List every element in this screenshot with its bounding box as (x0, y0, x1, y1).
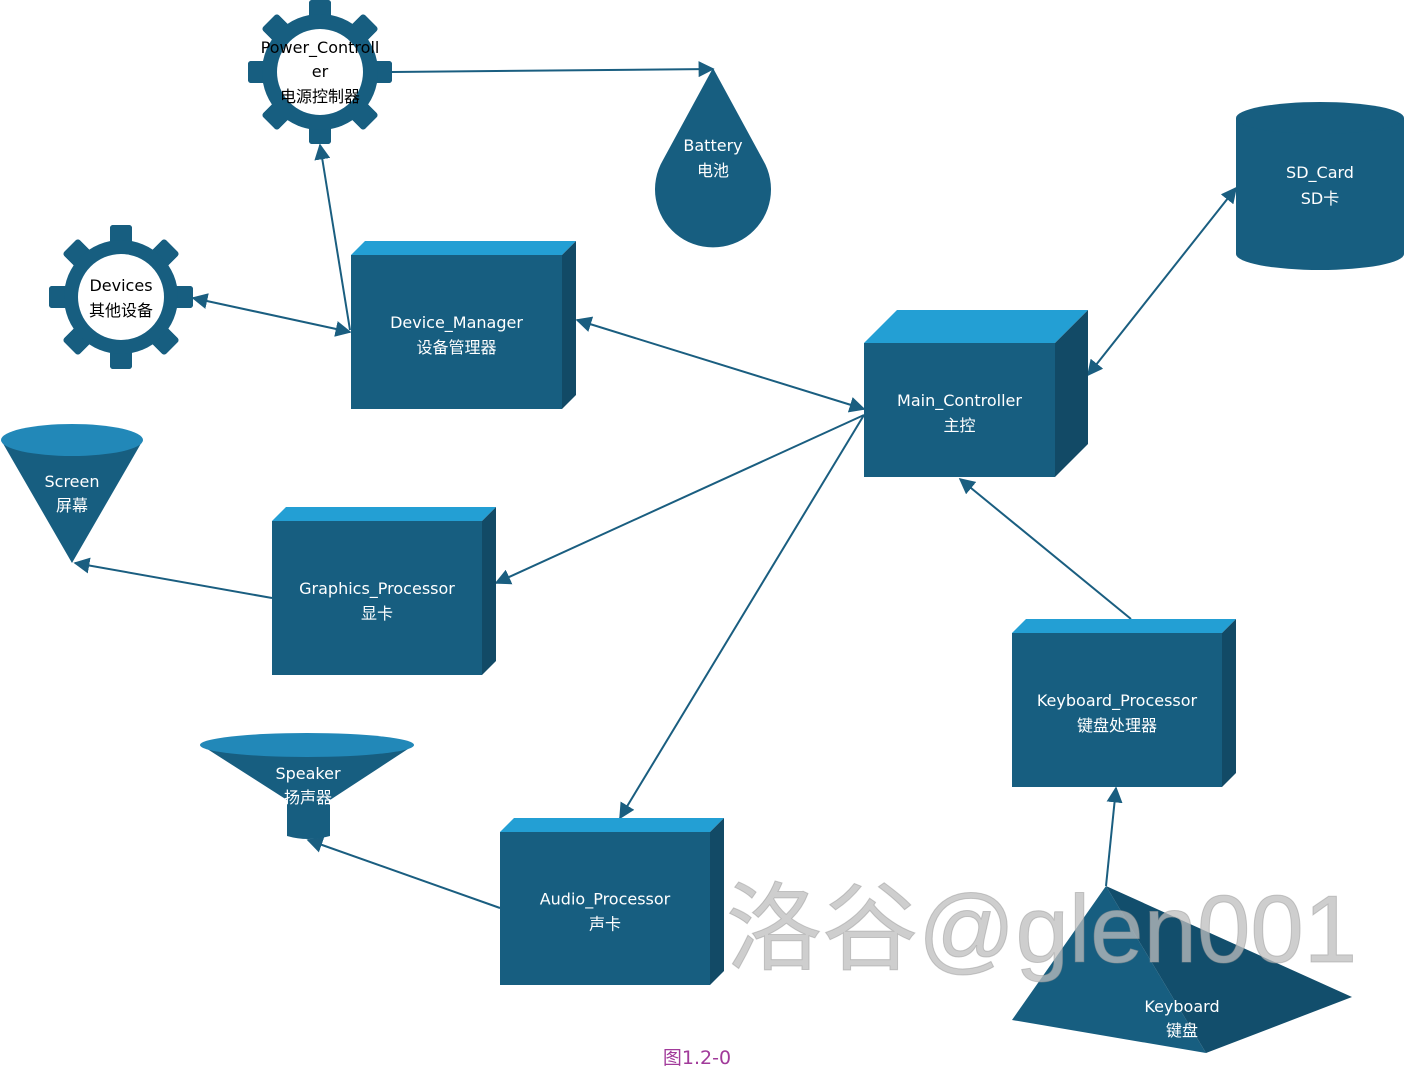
sd-card-node[interactable]: SD_Card SD卡 (1236, 102, 1404, 270)
figure-caption: 图1.2-0 (663, 1047, 731, 1069)
device-manager-label-cn: 设备管理器 (416, 338, 496, 357)
keyboard-label-cn: 键盘 (1166, 1021, 1198, 1040)
edge-sd-main (1087, 186, 1237, 377)
keyboard-label: Keyboard (1144, 997, 1219, 1016)
screen-node[interactable]: Screen 屏幕 (1, 424, 143, 563)
power-controller-label-cn: 电源控制器 (280, 87, 360, 106)
device-manager-label: Device_Manager (390, 313, 523, 333)
edge-main-graphics (494, 414, 865, 585)
edge-power-battery (391, 61, 715, 78)
power-controller-node[interactable]: Power_Controller 电源控制器 (248, 0, 392, 144)
battery-label: Battery (683, 136, 742, 155)
power-controller-label: Power_Controll (261, 38, 380, 58)
gear-icon (49, 225, 193, 369)
main-controller-label: Main_Controller (897, 391, 1022, 411)
audio-processor-node[interactable]: Audio_Processor 声卡 (500, 818, 724, 985)
screen-label: Screen (44, 472, 99, 491)
battery-node[interactable]: Battery 电池 (655, 68, 771, 248)
sd-card-label-cn: SD卡 (1301, 189, 1339, 208)
edge-kp-main (958, 477, 1132, 620)
devices-label: Devices (89, 276, 152, 295)
audio-processor-label-cn: 声卡 (589, 915, 621, 934)
keyboard-processor-label-cn: 键盘处理器 (1077, 716, 1157, 735)
graphics-processor-label-cn: 显卡 (361, 604, 393, 623)
watermark: 洛谷@glen001 (726, 876, 1357, 983)
screen-label-cn: 屏幕 (56, 496, 88, 515)
speaker-label-cn: 扬声器 (284, 788, 332, 807)
edge-graphics-screen (73, 557, 273, 599)
keyboard-processor-label: Keyboard_Processor (1037, 691, 1198, 711)
edge-dm-devices (191, 293, 352, 337)
speaker-label: Speaker (275, 764, 341, 783)
keyboard-processor-node[interactable]: Keyboard_Processor 键盘处理器 (1012, 619, 1236, 787)
keyboard-node[interactable]: Keyboard 键盘 (1012, 886, 1352, 1053)
speaker-node[interactable]: Speaker 扬声器 (200, 733, 414, 839)
edge-audio-speaker (306, 837, 501, 909)
device-manager-node[interactable]: Device_Manager 设备管理器 (351, 241, 576, 409)
graphics-processor-label: Graphics_Processor (299, 579, 455, 599)
graphics-processor-node[interactable]: Graphics_Processor 显卡 (272, 507, 496, 675)
main-controller-label-cn: 主控 (943, 416, 975, 435)
main-controller-node[interactable]: Main_Controller 主控 (864, 310, 1088, 477)
devices-node[interactable]: Devices 其他设备 (49, 225, 193, 369)
edge-dm-power (314, 143, 351, 331)
audio-processor-label: Audio_Processor (540, 890, 671, 910)
edge-main-dm (575, 316, 866, 413)
power-controller-label-2: er (312, 62, 329, 81)
gear-icon (248, 0, 392, 144)
sd-card-label: SD_Card (1286, 163, 1354, 183)
edge-keyboard-kp (1105, 786, 1123, 887)
devices-label-cn: 其他设备 (89, 301, 153, 320)
edge-main-audio (619, 414, 865, 820)
battery-label-cn: 电池 (697, 161, 729, 180)
